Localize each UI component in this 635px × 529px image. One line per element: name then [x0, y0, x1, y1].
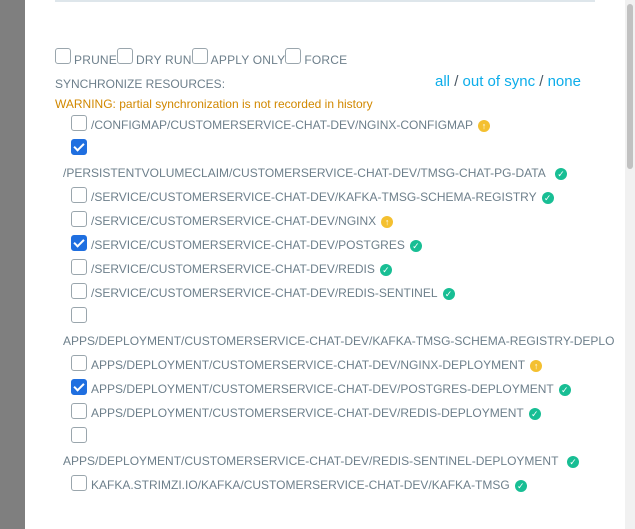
- select-out-of-sync-link[interactable]: out of sync: [462, 73, 536, 90]
- resource-row[interactable]: APPS/DEPLOYMENT/CUSTOMERSERVICE-CHAT-DEV…: [71, 379, 571, 396]
- resource-checkbox[interactable]: [71, 235, 87, 251]
- check-circle-icon: ✓: [567, 455, 579, 468]
- arrow-up-circle-icon: ↑: [381, 215, 394, 228]
- check-circle-icon: ✓: [558, 383, 571, 396]
- resource-name: APPS/DEPLOYMENT/CUSTOMERSERVICE-CHAT-DEV…: [91, 358, 526, 372]
- resource-checkbox[interactable]: [71, 427, 87, 443]
- resource-row[interactable]: APPS/DEPLOYMENT/CUSTOMERSERVICE-CHAT-DEV…: [71, 403, 541, 420]
- select-none-link[interactable]: none: [547, 73, 581, 90]
- resource-status: ✓: [555, 166, 567, 180]
- resource-name: /SERVICE/CUSTOMERSERVICE-CHAT-DEV/REDIS-…: [91, 286, 438, 300]
- prune-checkbox[interactable]: [55, 48, 71, 64]
- arrow-up-circle-icon: ↑: [478, 119, 491, 132]
- resource-checkbox[interactable]: [71, 283, 87, 299]
- resource-name: APPS/DEPLOYMENT/CUSTOMERSERVICE-CHAT-DEV…: [91, 382, 554, 396]
- resource-name: /PERSISTENTVOLUMECLAIM/CUSTOMERSERVICE-C…: [63, 166, 546, 180]
- apply-only-checkbox[interactable]: [191, 48, 208, 64]
- resource-status: ✓: [528, 406, 541, 420]
- resource-status: ✓: [567, 454, 579, 468]
- resource-row[interactable]: /SERVICE/CUSTOMERSERVICE-CHAT-DEV/REDIS-…: [71, 283, 455, 300]
- resource-row[interactable]: /CONFIGMAP/CUSTOMERSERVICE-CHAT-DEV/NGIN…: [71, 115, 491, 132]
- scrollbar[interactable]: [625, 0, 635, 529]
- resource-checkbox[interactable]: [71, 211, 87, 227]
- resource-checkbox[interactable]: [71, 475, 87, 491]
- resource-row[interactable]: /SERVICE/CUSTOMERSERVICE-CHAT-DEV/NGINX ↑: [71, 211, 394, 228]
- resource-status: ↑: [478, 118, 491, 132]
- option-label: APPLY ONLY: [210, 53, 286, 67]
- resource-status: ✓: [442, 286, 455, 300]
- option-label: FORCE: [304, 53, 348, 67]
- option-force[interactable]: FORCE: [285, 48, 348, 67]
- resource-status: ↑: [530, 358, 543, 372]
- resource-checkbox[interactable]: [71, 307, 87, 323]
- resource-name: /SERVICE/CUSTOMERSERVICE-CHAT-DEV/KAFKA-…: [91, 190, 537, 204]
- resource-name: APPS/DEPLOYMENT/CUSTOMERSERVICE-CHAT-DEV…: [91, 406, 524, 420]
- synchronize-resources-label: SYNCHRONIZE RESOURCES:: [55, 77, 226, 91]
- check-circle-icon: ✓: [379, 263, 392, 276]
- separator: /: [454, 73, 459, 90]
- resource-checkbox[interactable]: [71, 187, 87, 203]
- resource-status: ↑: [381, 214, 394, 228]
- resource-status: ✓: [409, 238, 422, 252]
- divider: [55, 0, 595, 2]
- resource-row[interactable]: APPS/DEPLOYMENT/CUSTOMERSERVICE-CHAT-DEV…: [63, 307, 614, 348]
- resource-row[interactable]: KAFKA.STRIMZI.IO/KAFKA/CUSTOMERSERVICE-C…: [71, 475, 527, 492]
- option-dry-run[interactable]: DRY RUN: [117, 48, 192, 67]
- resource-row[interactable]: /PERSISTENTVOLUMECLAIM/CUSTOMERSERVICE-C…: [63, 139, 567, 180]
- force-checkbox[interactable]: [285, 48, 302, 64]
- option-prune[interactable]: PRUNE: [55, 48, 118, 67]
- check-circle-icon: ✓: [541, 191, 554, 204]
- arrow-up-circle-icon: ↑: [530, 359, 543, 372]
- check-circle-icon: ✓: [409, 239, 422, 252]
- resource-row[interactable]: APPS/DEPLOYMENT/CUSTOMERSERVICE-CHAT-DEV…: [63, 427, 579, 468]
- resource-checkbox[interactable]: [71, 139, 87, 155]
- resource-checkbox[interactable]: [71, 403, 87, 419]
- resource-checkbox[interactable]: [71, 259, 87, 275]
- resource-row[interactable]: /SERVICE/CUSTOMERSERVICE-CHAT-DEV/KAFKA-…: [71, 187, 554, 204]
- check-circle-icon: ✓: [555, 167, 567, 180]
- resource-status: ✓: [379, 262, 392, 276]
- option-label: DRY RUN: [136, 53, 192, 67]
- resource-name: /CONFIGMAP/CUSTOMERSERVICE-CHAT-DEV/NGIN…: [91, 118, 474, 132]
- resource-checkbox[interactable]: [71, 355, 87, 371]
- resource-row[interactable]: /SERVICE/CUSTOMERSERVICE-CHAT-DEV/REDIS ✓: [71, 259, 392, 276]
- scrollbar-thumb[interactable]: [627, 4, 633, 169]
- resource-status: ✓: [514, 478, 527, 492]
- resource-row[interactable]: /SERVICE/CUSTOMERSERVICE-CHAT-DEV/POSTGR…: [71, 235, 422, 252]
- resource-status: ✓: [558, 382, 571, 396]
- check-circle-icon: ✓: [514, 479, 527, 492]
- check-circle-icon: ✓: [528, 407, 541, 420]
- resource-name: APPS/DEPLOYMENT/CUSTOMERSERVICE-CHAT-DEV…: [63, 334, 615, 348]
- check-circle-icon: ✓: [442, 287, 455, 300]
- resource-name: /SERVICE/CUSTOMERSERVICE-CHAT-DEV/NGINX: [91, 214, 377, 228]
- resource-checkbox[interactable]: [71, 115, 87, 131]
- dry-run-checkbox[interactable]: [117, 48, 134, 64]
- separator: /: [539, 73, 544, 90]
- resource-name: KAFKA.STRIMZI.IO/KAFKA/CUSTOMERSERVICE-C…: [91, 478, 510, 492]
- select-all-link[interactable]: all: [435, 73, 451, 90]
- select-links: all / out of sync / none: [435, 73, 581, 90]
- resource-row[interactable]: APPS/DEPLOYMENT/CUSTOMERSERVICE-CHAT-DEV…: [71, 355, 543, 372]
- resource-name: /SERVICE/CUSTOMERSERVICE-CHAT-DEV/REDIS: [91, 262, 375, 276]
- resource-checkbox[interactable]: [71, 379, 87, 395]
- option-apply-only[interactable]: APPLY ONLY: [191, 48, 286, 67]
- sync-panel: PRUNE DRY RUN APPLY ONLY FORCE SYNCHRONI…: [25, 0, 635, 529]
- sync-options: PRUNE DRY RUN APPLY ONLY FORCE: [55, 48, 347, 68]
- option-label: PRUNE: [74, 53, 118, 67]
- partial-sync-warning: WARNING: partial synchronization is not …: [55, 97, 373, 111]
- resource-name: APPS/DEPLOYMENT/CUSTOMERSERVICE-CHAT-DEV…: [63, 454, 559, 468]
- resource-name: /SERVICE/CUSTOMERSERVICE-CHAT-DEV/POSTGR…: [91, 238, 405, 252]
- resource-status: ✓: [541, 190, 554, 204]
